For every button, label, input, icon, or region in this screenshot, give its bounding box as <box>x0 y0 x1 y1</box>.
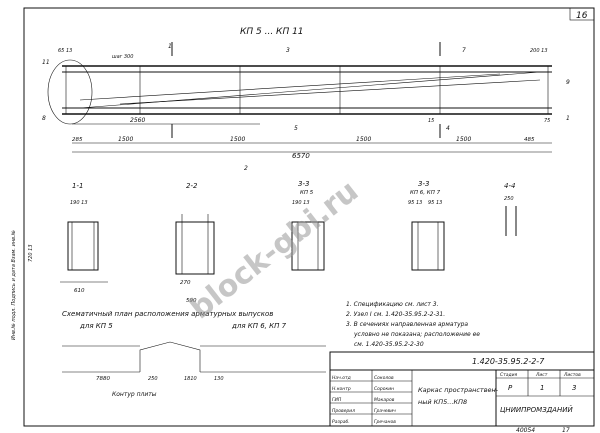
dim-15: 15 <box>428 118 434 124</box>
dim-1500a: 1500 <box>118 136 133 143</box>
svg-text:250: 250 <box>148 376 158 382</box>
callout-9: 9 <box>566 79 570 86</box>
svg-text:3. В сечениях направленная арм: 3. В сечениях направленная арматура <box>346 321 468 328</box>
callout-2: 2 <box>244 165 248 172</box>
dim-shag: шаг 300 <box>112 54 133 60</box>
svg-text:1-1: 1-1 <box>72 182 83 190</box>
node-circle <box>47 59 93 125</box>
dim-1500d: 1500 <box>456 136 471 143</box>
schematic-plan: Схематичный план расположения арматурных… <box>62 310 326 398</box>
callout-4: 4 <box>446 125 450 132</box>
side-strip-text: Инв.№ подл. Подпись и дата Взам. инв.№ <box>11 230 17 340</box>
svg-text:для КП 6, КП 7: для КП 6, КП 7 <box>231 322 287 330</box>
svg-text:1810: 1810 <box>184 376 197 382</box>
svg-text:для КП 5: для КП 5 <box>79 322 113 330</box>
svg-text:4-4: 4-4 <box>504 182 515 190</box>
svg-text:270: 270 <box>180 280 191 286</box>
svg-text:720 13: 720 13 <box>28 245 34 263</box>
svg-text:Контур плиты: Контур плиты <box>112 391 157 398</box>
svg-text:17: 17 <box>562 427 570 433</box>
svg-text:КП 6, КП 7: КП 6, КП 7 <box>410 190 441 196</box>
svg-text:Нач.отд: Нач.отд <box>332 375 351 381</box>
svg-text:Р: Р <box>508 384 513 392</box>
section-3-3-kp5: 3-3 КП 5 190 13 <box>291 180 325 271</box>
callout-3: 3 <box>286 47 290 54</box>
svg-text:190 13: 190 13 <box>70 200 88 206</box>
svg-text:КП 5: КП 5 <box>300 190 314 196</box>
svg-text:Грачевич: Грачевич <box>374 408 396 414</box>
svg-text:Проверил: Проверил <box>332 408 355 414</box>
dim-2560: 2560 <box>130 117 145 124</box>
svg-text:40054: 40054 <box>516 427 535 433</box>
svg-text:2-2: 2-2 <box>186 182 198 190</box>
dim-285: 285 <box>72 137 83 143</box>
dim-1500b: 1500 <box>230 136 245 143</box>
svg-text:3-3: 3-3 <box>418 180 429 188</box>
dim-485: 485 <box>524 137 535 143</box>
section-1-1: 1-1 190 13 610 720 13 <box>28 182 108 294</box>
sheet-number-box <box>569 7 595 21</box>
callout-1a: 1 <box>168 43 172 50</box>
tb-code: 1.420-35.95.2-2-7 <box>472 357 545 366</box>
callout-1b: 1 <box>566 115 570 122</box>
svg-text:Гречанов: Гречанов <box>374 419 396 425</box>
callout-8: 8 <box>42 115 46 122</box>
svg-text:Лист: Лист <box>535 372 548 378</box>
svg-text:190 13: 190 13 <box>292 200 310 206</box>
svg-text:Разраб.: Разраб. <box>332 419 350 425</box>
tb-name-2: ный КП5...КП8 <box>418 398 467 406</box>
title-block: 1.420-35.95.2-2-7 Нач.отд Н.контр ГИП Пр… <box>329 351 595 433</box>
dim-75: 75 <box>544 118 550 124</box>
watermark: block-gbi.ru <box>183 174 365 327</box>
svg-text:Сорокин: Сорокин <box>374 386 394 392</box>
svg-text:7880: 7880 <box>96 376 110 382</box>
svg-text:Схематичный план расположения: Схематичный план расположения арматурных… <box>62 310 273 318</box>
top-elevation <box>47 42 552 138</box>
svg-text:2. Узел I см. 1.420-35.95.2-2-: 2. Узел I см. 1.420-35.95.2-2-31. <box>346 311 445 318</box>
svg-text:см. 1.420-35.95.2-2-30: см. 1.420-35.95.2-2-30 <box>354 341 424 348</box>
svg-text:условно не показана; расположе: условно не показана; расположение ее <box>353 331 480 338</box>
sheet-frame <box>23 7 595 427</box>
tb-name-1: Каркас пространствен- <box>418 386 499 394</box>
main-title: КП 5 ... КП 11 <box>240 27 304 37</box>
section-3-3-kp6: 3-3 КП 6, КП 7 95 13 95 13 <box>408 180 445 271</box>
svg-text:1: 1 <box>540 384 544 392</box>
dim-1500c: 1500 <box>356 136 371 143</box>
section-4-4: 4-4 250 <box>504 182 517 236</box>
svg-text:3: 3 <box>572 384 576 392</box>
svg-text:ГИП: ГИП <box>332 397 342 403</box>
svg-text:3-3: 3-3 <box>298 180 309 188</box>
callout-7: 7 <box>462 47 466 54</box>
section-2-2: 2-2 270 590 <box>175 182 215 304</box>
svg-text:590: 590 <box>186 298 197 304</box>
svg-text:Н.контр: Н.контр <box>332 386 351 392</box>
svg-text:95 13: 95 13 <box>428 200 442 206</box>
tb-org: ЦНИИПРОМЗДАНИЙ <box>500 405 573 414</box>
svg-text:Соколов: Соколов <box>374 375 394 381</box>
dim-left: 65 13 <box>58 48 72 54</box>
dim-right: 200 13 <box>530 48 548 54</box>
svg-text:1. Спецификацию см. лист 3.: 1. Спецификацию см. лист 3. <box>346 301 439 308</box>
notes: 1. Спецификацию см. лист 3. 2. Узел I см… <box>346 301 480 348</box>
svg-text:610: 610 <box>74 288 85 294</box>
callout-11: 11 <box>42 59 50 66</box>
svg-text:250: 250 <box>504 196 514 202</box>
callout-5: 5 <box>294 125 298 132</box>
svg-text:130: 130 <box>214 376 224 382</box>
sheet-number: 16 <box>576 11 588 21</box>
svg-text:Макаров: Макаров <box>374 397 395 403</box>
svg-text:Стадия: Стадия <box>500 372 518 378</box>
dim-total: 6570 <box>292 152 310 160</box>
svg-text:95 13: 95 13 <box>408 200 422 206</box>
svg-text:Листов: Листов <box>563 372 581 378</box>
